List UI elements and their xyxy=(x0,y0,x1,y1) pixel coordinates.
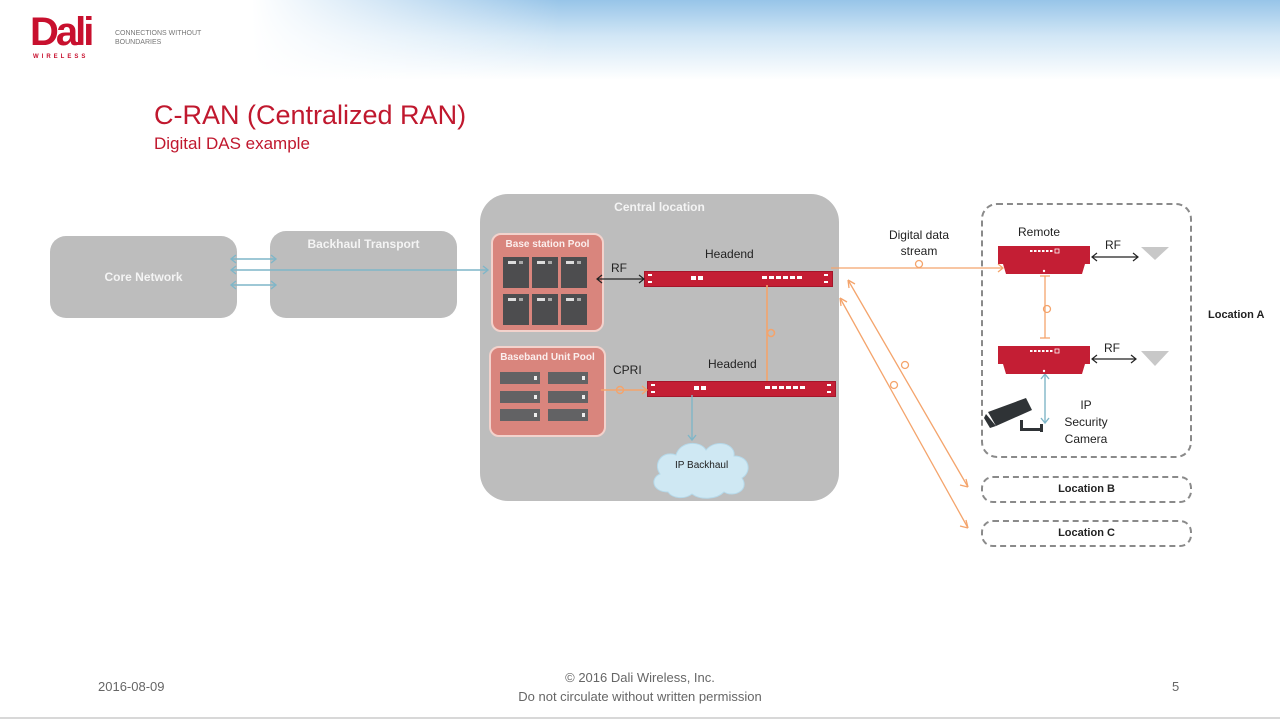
location-c-box: Location C xyxy=(981,520,1192,547)
headend-top-label: Headend xyxy=(705,247,754,261)
footer-rule xyxy=(0,717,1280,719)
footer-copyright-line: © 2016 Dali Wireless, Inc. xyxy=(565,670,715,685)
tagline-line2: BOUNDARIES xyxy=(115,39,162,46)
base-station-unit xyxy=(503,257,529,288)
cpri-link xyxy=(601,385,649,395)
baseband-unit xyxy=(500,372,540,384)
base-station-unit xyxy=(532,257,558,288)
digital-stream-label: Digital data stream xyxy=(876,227,962,259)
baseband-unit xyxy=(548,409,588,421)
ip-backhaul-cloud-icon xyxy=(653,442,749,499)
dali-logo: Dali WIRELESS xyxy=(30,10,106,66)
remote-unit-top-icon xyxy=(998,246,1090,274)
ip-backhaul-link xyxy=(687,395,697,442)
backhaul-transport-label: Backhaul Transport xyxy=(307,237,420,251)
baseband-unit xyxy=(548,372,588,384)
camera-label-line2: Security xyxy=(1064,415,1108,429)
tagline: CONNECTIONS WITHOUT BOUNDARIES xyxy=(115,29,235,47)
security-camera-icon xyxy=(984,398,1043,432)
base-station-unit xyxy=(532,294,558,325)
baseband-unit xyxy=(500,409,540,421)
remote-unit-bottom-icon xyxy=(998,346,1090,374)
location-c-label: Location C xyxy=(1058,527,1115,539)
camera-label-line3: Camera xyxy=(1064,432,1108,446)
logo-wordmark: Dali xyxy=(30,10,94,54)
location-bc-links xyxy=(839,279,969,529)
baseband-unit xyxy=(500,391,540,403)
ip-backhaul-label: IP Backhaul xyxy=(675,460,729,471)
slide-subtitle: Digital DAS example xyxy=(154,134,310,153)
antenna-icon xyxy=(1141,351,1169,366)
baseband-unit xyxy=(548,391,588,403)
digital-stream-line1: Digital data xyxy=(888,228,950,242)
location-b-box: Location B xyxy=(981,476,1192,503)
remote-interlink xyxy=(1040,275,1052,339)
camera-label-line1: IP xyxy=(1080,398,1092,412)
footer-notice: Do not circulate without written permiss… xyxy=(518,689,762,704)
camera-label: IP Security Camera xyxy=(1056,397,1116,448)
location-a-boundary xyxy=(981,203,1192,458)
footer-date: 2016-08-09 xyxy=(98,679,165,694)
headend-bottom-rack xyxy=(647,381,836,397)
core-backhaul-links xyxy=(229,254,490,290)
tagline-line1: CONNECTIONS WITHOUT xyxy=(115,30,202,37)
base-station-pool-label: Base station Pool xyxy=(505,239,590,250)
base-station-unit xyxy=(503,294,529,325)
rf-label-remote-top: RF xyxy=(1105,238,1121,252)
footer-copyright: © 2016 Dali Wireless, Inc. Do not circul… xyxy=(440,668,840,706)
rack-ports-icon xyxy=(648,274,828,283)
slide-title: C-RAN (Centralized RAN) xyxy=(154,100,467,130)
rf-arrow-remote-bottom xyxy=(1091,354,1137,364)
headend-top-rack xyxy=(644,271,833,287)
base-station-unit xyxy=(561,294,587,325)
page-number: 5 xyxy=(1172,679,1180,694)
antenna-icon xyxy=(1141,247,1169,260)
header-banner-fade xyxy=(0,0,560,80)
location-b-label: Location B xyxy=(1058,483,1115,495)
core-network-box: Core Network xyxy=(50,236,237,318)
backhaul-transport-box: Backhaul Transport xyxy=(270,231,457,318)
base-station-pool: Base station Pool xyxy=(491,233,604,332)
central-location-label: Central location xyxy=(614,200,705,214)
rack-ports-icon xyxy=(651,384,831,393)
base-station-unit xyxy=(561,257,587,288)
logo-subtext: WIRELESS xyxy=(33,54,89,60)
digital-stream-line2: stream xyxy=(900,244,938,258)
location-a-label: Location A xyxy=(1208,309,1265,321)
digital-stream-link xyxy=(831,259,1005,273)
rf-arrow-remote-top xyxy=(1091,252,1139,262)
core-network-label: Core Network xyxy=(104,270,183,284)
rf-arrow-central xyxy=(596,274,645,284)
baseband-unit-pool: Baseband Unit Pool xyxy=(489,346,606,437)
rf-label-central: RF xyxy=(611,261,627,275)
remote-label: Remote xyxy=(1018,225,1061,239)
cpri-label: CPRI xyxy=(613,363,642,377)
headend-bottom-label: Headend xyxy=(708,357,757,371)
rf-label-remote-bottom: RF xyxy=(1104,341,1120,355)
baseband-unit-pool-label: Baseband Unit Pool xyxy=(500,352,595,363)
headend-interlink xyxy=(766,285,776,381)
